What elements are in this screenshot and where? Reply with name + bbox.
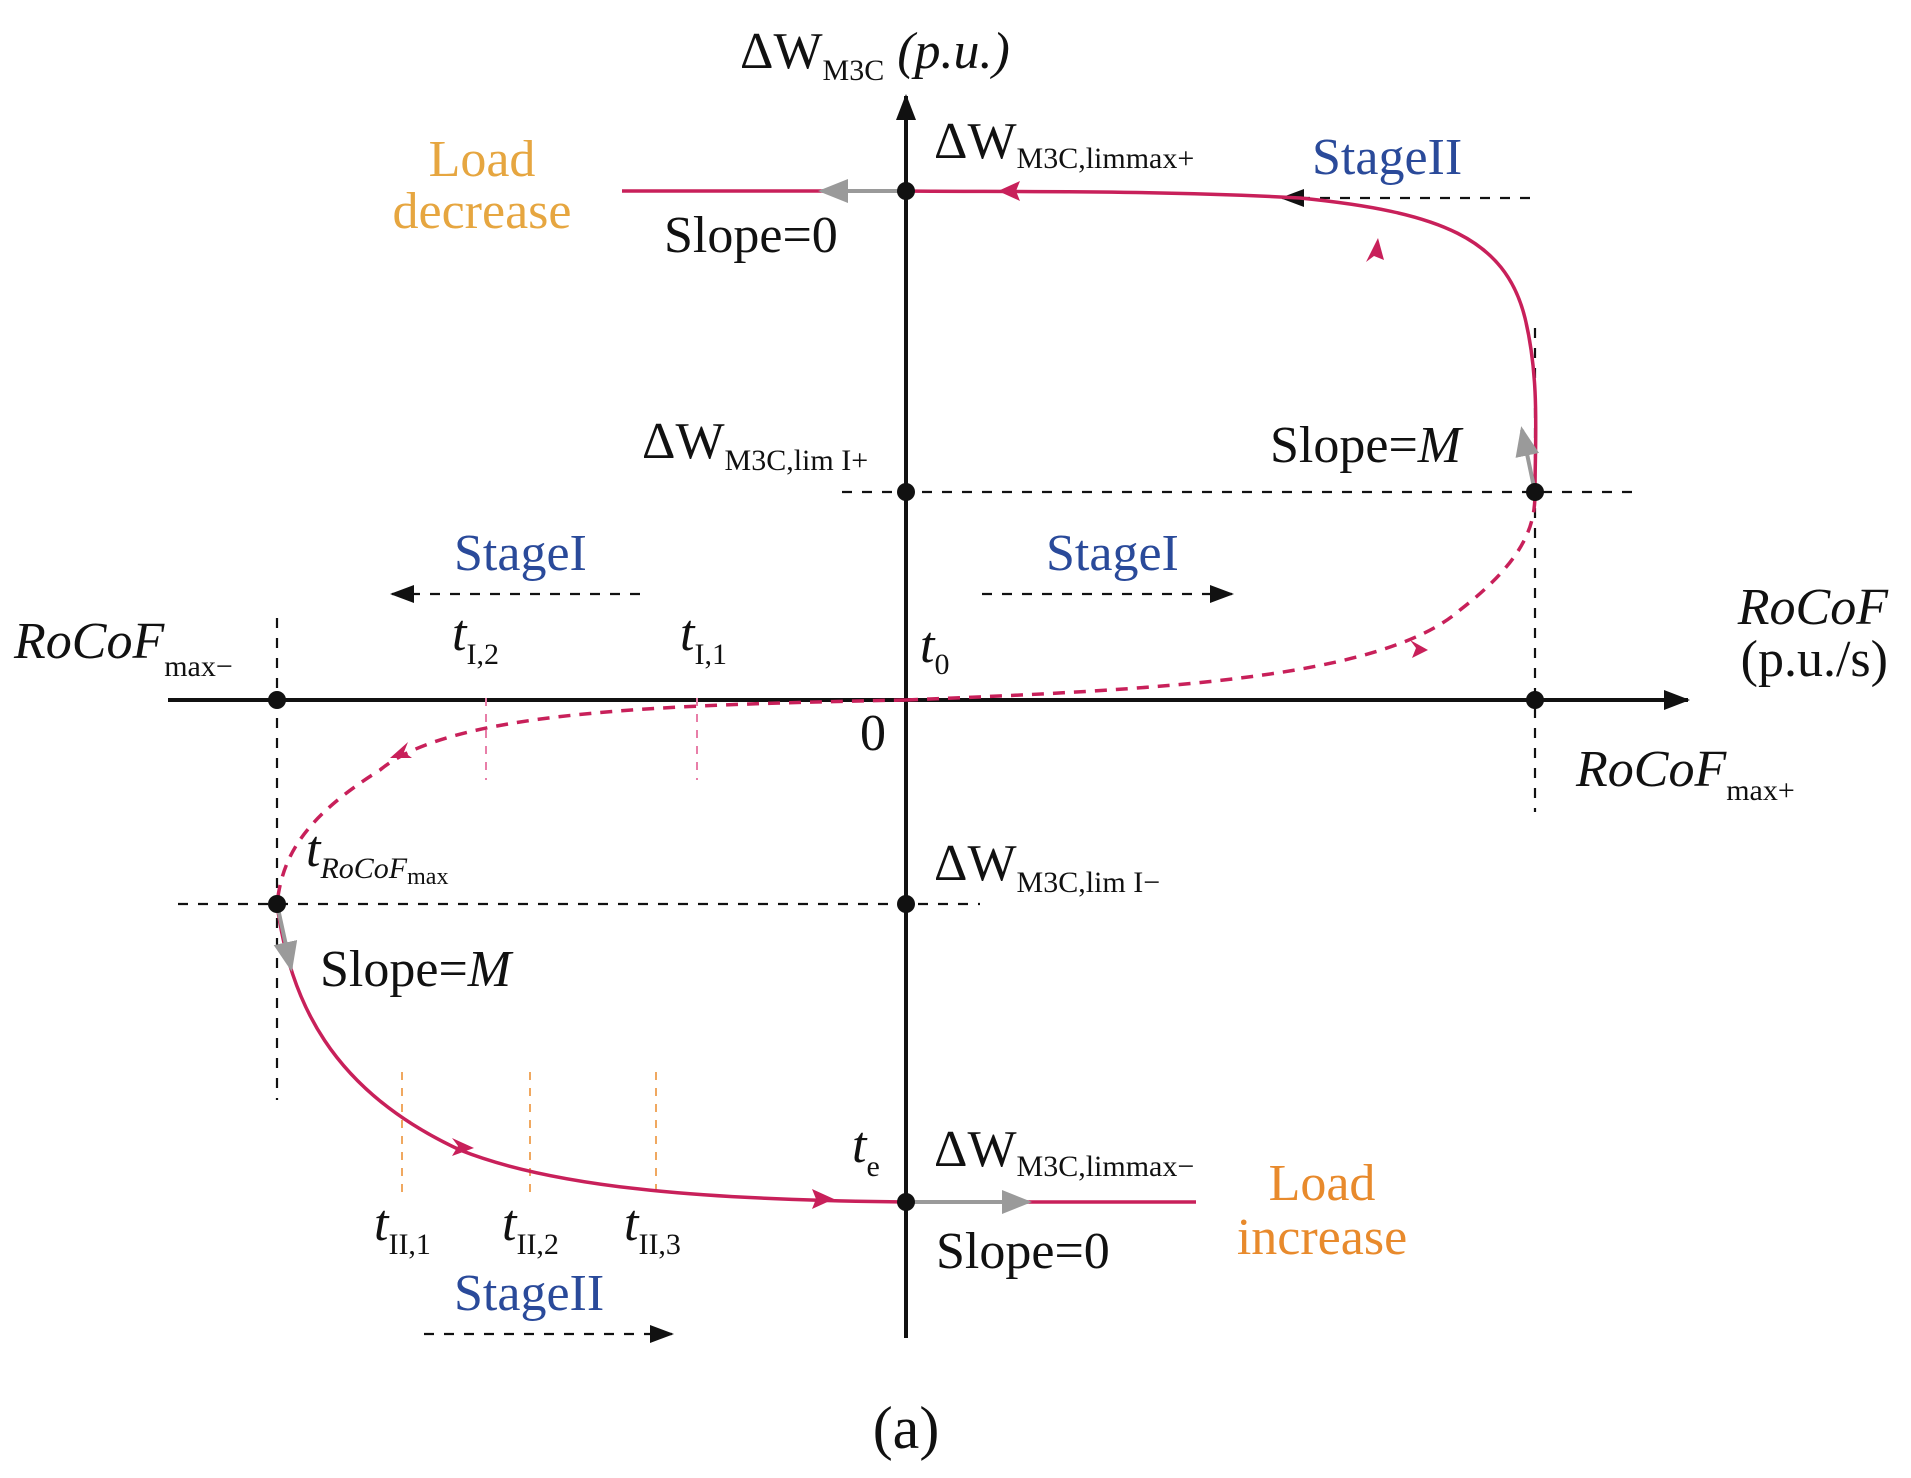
stage-II-top-label: StageII: [1312, 129, 1462, 186]
origin-label: 0: [860, 705, 886, 762]
stage-II-time-ticks: [401, 1072, 657, 1200]
point-wlimI-plus: [897, 483, 915, 501]
slope-m-left-label: Slope=M: [320, 941, 514, 998]
slope-arrows: [273, 179, 1540, 1214]
label-wlimmax-minus: ΔWM3C,limmax−: [934, 1121, 1194, 1183]
key-points: [268, 182, 1544, 1211]
slope-zero-top-label: Slope=0: [664, 207, 838, 264]
label-t0: t0: [920, 617, 949, 681]
point-rocof-max-minus: [268, 691, 286, 709]
stage-II-bottom-label: StageII: [454, 1265, 604, 1322]
label-rocof-max-plus: RoCoFmax+: [1575, 741, 1795, 807]
label-tII3: tII,3: [624, 1195, 681, 1261]
trajectory-curves: [275, 189, 1538, 1204]
x-axis-unit: (p.u./s): [1741, 631, 1888, 688]
point-wlimmax-plus: [897, 182, 915, 200]
load-decrease-line2: decrease: [393, 183, 572, 240]
y-axis-label: ΔWM3C (p.u.): [740, 23, 1010, 87]
slope-m-right-arrow: [1515, 426, 1540, 493]
stage-I-time-ticks: [485, 698, 698, 780]
point-rocof-max-plus: [1526, 691, 1544, 709]
point-wlimmax-minus: [897, 1193, 915, 1211]
label-wlimI-plus: ΔWM3C,lim I+: [642, 413, 868, 477]
stage-I-right-label: StageI: [1046, 525, 1179, 582]
stage-II-upper-curve: [622, 189, 1538, 493]
label-wlimmax-plus: ΔWM3C,limmax+: [934, 113, 1194, 175]
x-axis-label: RoCoF: [1737, 579, 1889, 636]
label-tII2: tII,2: [502, 1195, 559, 1261]
slope-m-left-arrow: [273, 903, 298, 972]
stage-I-lower-dashed: [275, 698, 907, 905]
figure-caption: (a): [873, 1395, 940, 1461]
point-stage-switch-left: [268, 895, 286, 913]
load-decrease-line1: Load: [429, 131, 536, 188]
label-tII1: tII,1: [374, 1195, 431, 1261]
label-tI1: tI,1: [680, 605, 727, 671]
stage-II-lower-curve: [275, 903, 1196, 1204]
stage-I-upper-dashed: [905, 491, 1537, 702]
load-increase-line2: increase: [1237, 1209, 1407, 1266]
slope-zero-bottom-label: Slope=0: [936, 1223, 1110, 1280]
point-wlimI-minus: [897, 895, 915, 913]
point-stage-switch-right: [1526, 483, 1544, 501]
label-rocof-max-minus: RoCoFmax−: [13, 613, 233, 683]
load-increase-line1: Load: [1269, 1155, 1376, 1212]
label-wlimI-minus: ΔWM3C,lim I−: [934, 835, 1160, 899]
label-trocofmax: tRoCoFmax: [306, 821, 448, 890]
slope-m-right-label: Slope=M: [1270, 417, 1464, 474]
label-te: te: [852, 1117, 880, 1183]
stage-I-left-label: StageI: [454, 525, 587, 582]
label-tI2: tI,2: [452, 605, 499, 671]
curve-direction-markers: [390, 181, 1428, 1209]
